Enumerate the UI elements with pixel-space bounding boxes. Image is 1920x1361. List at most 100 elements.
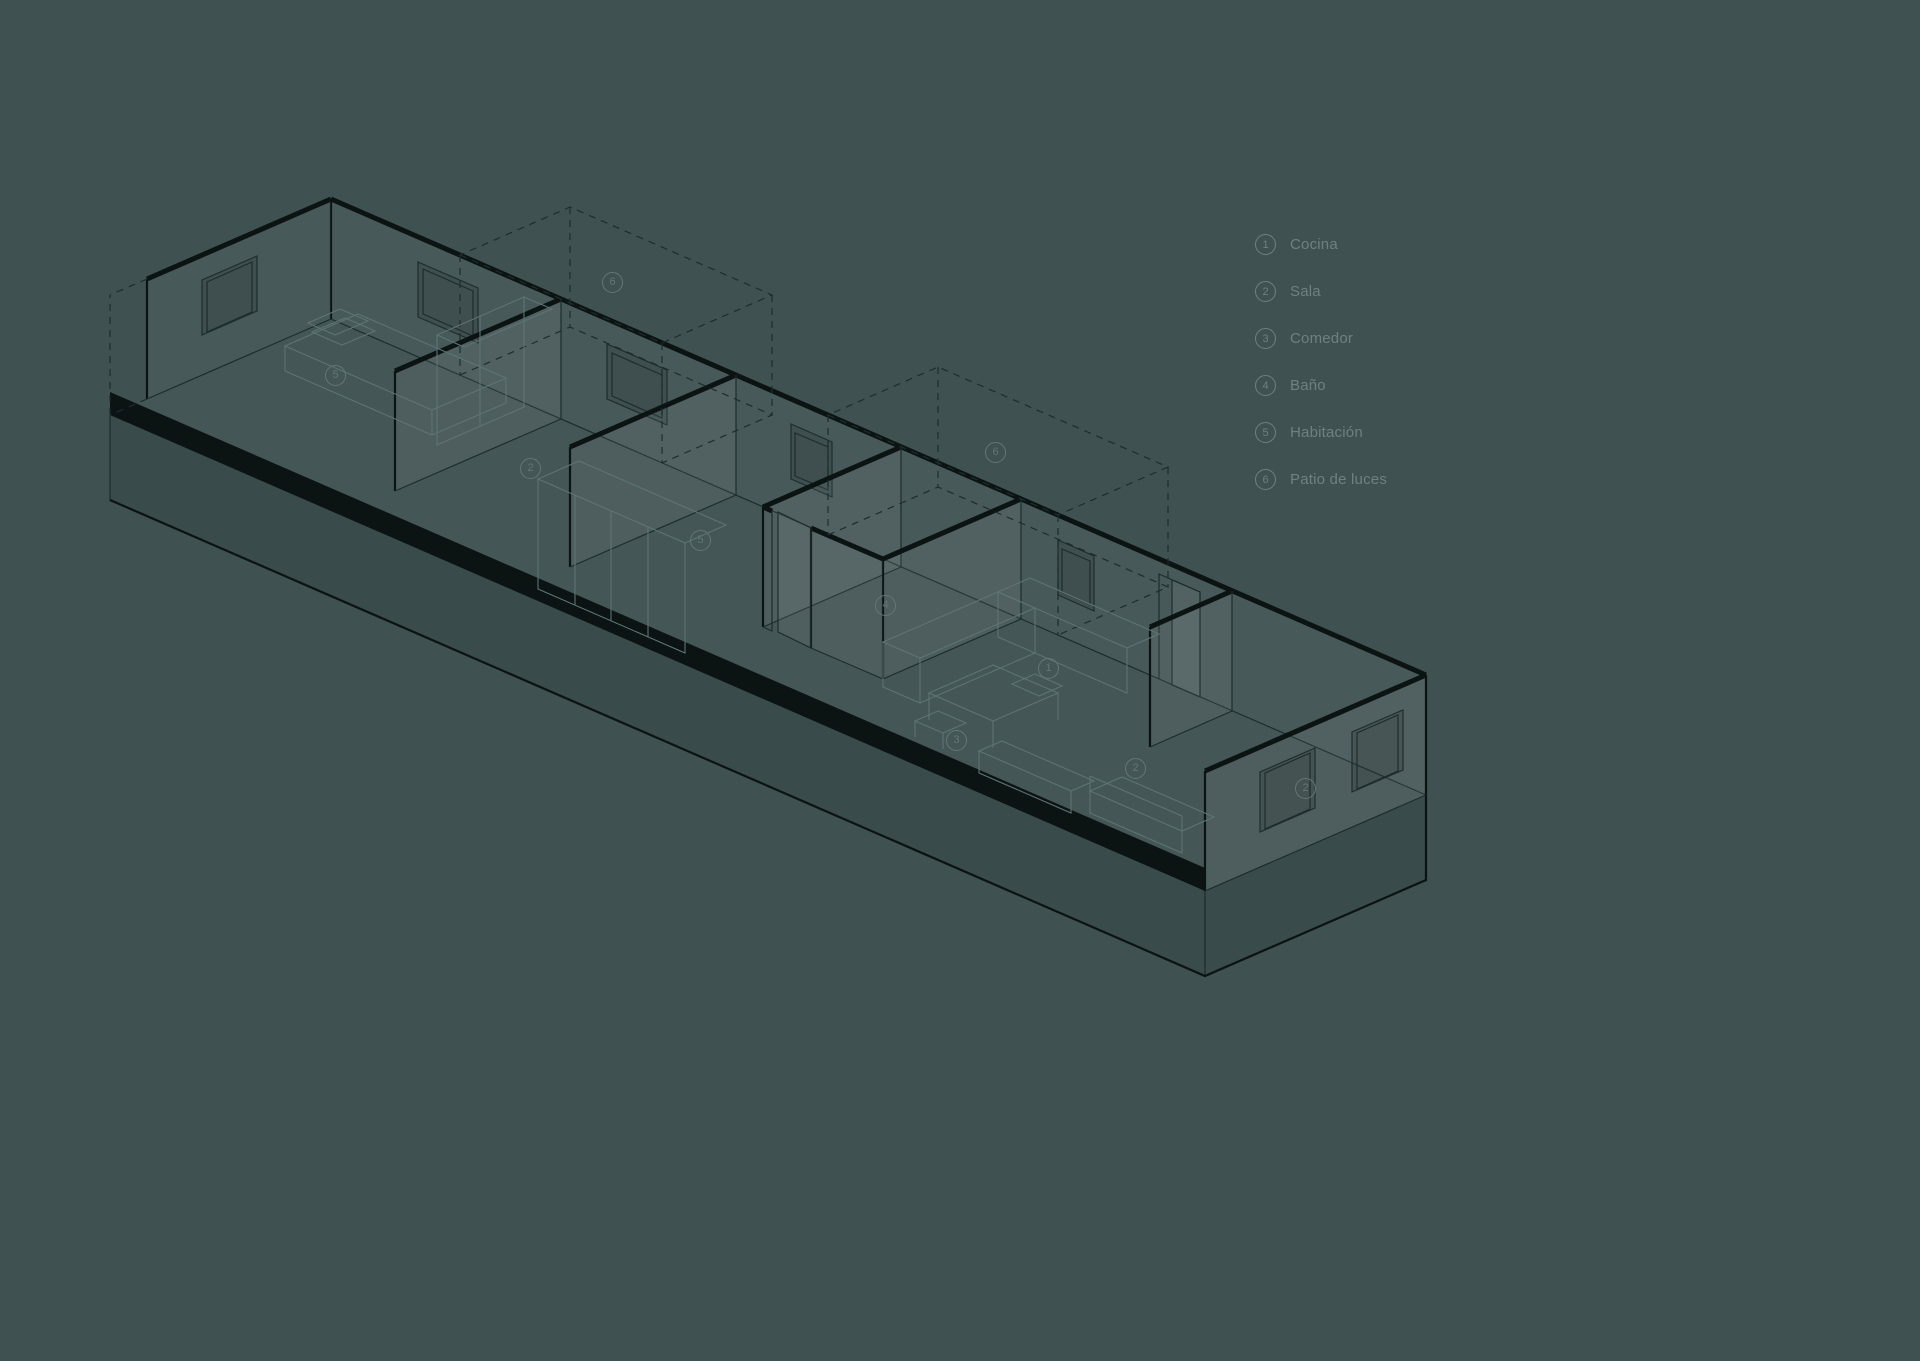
- cut-plane-dashed: [109, 278, 148, 416]
- dining-chair: [913, 710, 968, 749]
- room-number-marker: 5: [325, 365, 346, 386]
- legend-number-badge: 4: [1255, 375, 1276, 396]
- bathroom-wall-top-cut: [762, 444, 902, 510]
- room-number: 3: [953, 734, 960, 746]
- slab-front-face: [110, 415, 1205, 976]
- sala-window-1-frame: [1264, 752, 1311, 830]
- legend-number: 4: [1262, 379, 1269, 392]
- end-wall-face: [147, 199, 331, 399]
- back-wall-face: [331, 199, 1426, 795]
- bed-pillow: [310, 317, 377, 346]
- legend-number-badge: 5: [1255, 422, 1276, 443]
- legend-number-badge: 1: [1255, 234, 1276, 255]
- bathroom-front-wall-edge: [762, 511, 773, 632]
- bathroom-front-wall-cut: [761, 504, 774, 514]
- legend-number: 5: [1262, 426, 1269, 439]
- end-wall-top-cut: [146, 196, 332, 282]
- patio-dashed-base: [827, 486, 1170, 636]
- kitchen-peninsula: [881, 591, 1037, 704]
- bathroom-wall-base: [762, 447, 902, 628]
- legend-label: Baño: [1290, 377, 1326, 394]
- partition-top-cut: [569, 372, 737, 450]
- legend-number: 2: [1262, 285, 1269, 298]
- right-end-wall: [1203, 672, 1428, 892]
- room-number-marker: 2: [1125, 758, 1146, 779]
- wardrobe: [436, 296, 554, 446]
- dining-table: [927, 664, 1060, 748]
- closet-row: [537, 460, 728, 654]
- legend-label: Patio de luces: [1290, 471, 1388, 488]
- legend-number-badge: 2: [1255, 281, 1276, 302]
- room-number-marker: 4: [875, 595, 896, 616]
- room-number-marker: 1: [1038, 658, 1059, 679]
- slab-bottom-edge: [109, 498, 1428, 978]
- bathroom-front-wall-base: [810, 647, 884, 680]
- patio-volume-2: [826, 366, 1170, 636]
- room-number: 1: [1045, 662, 1052, 674]
- legend-number: 1: [1262, 238, 1269, 251]
- room-number: 2: [1302, 782, 1309, 794]
- room-number-marker: 2: [520, 458, 541, 479]
- living-room-stub-wall: [1148, 588, 1234, 748]
- room-number: 4: [882, 599, 889, 611]
- legend-item: 1 Cocina: [1255, 234, 1387, 255]
- partition-base: [569, 375, 737, 568]
- room-number-marker: 6: [985, 442, 1006, 463]
- room-number-marker: 5: [690, 530, 711, 551]
- sala-window-2: [1351, 709, 1404, 793]
- partition-top-cut: [394, 296, 562, 374]
- stub-wall-face: [1150, 591, 1232, 747]
- left-end-wall: [109, 196, 332, 416]
- legend-label: Cocina: [1290, 236, 1338, 253]
- end-wall-window-frame: [206, 261, 253, 333]
- end-wall-edge: [1203, 675, 1428, 891]
- legend-number-badge: 3: [1255, 328, 1276, 349]
- legend-number-badge: 6: [1255, 469, 1276, 490]
- legend-label: Comedor: [1290, 330, 1354, 347]
- legend-item: 2 Sala: [1255, 281, 1387, 302]
- slab-end-face: [1205, 795, 1426, 976]
- bathroom-wall-top-cut: [882, 496, 1022, 562]
- room-number: 6: [609, 276, 616, 288]
- bathroom-wall-base: [882, 499, 1022, 680]
- legend: 1 Cocina 2 Sala 3 Comedor 4: [1255, 234, 1387, 490]
- legend-label: Sala: [1290, 283, 1321, 300]
- bedroom-window: [417, 261, 479, 344]
- room-number: 2: [1132, 762, 1139, 774]
- bathroom-door-leaf: [777, 511, 812, 649]
- legend-item: 5 Habitación: [1255, 422, 1387, 443]
- kitchen-counter: [996, 577, 1161, 694]
- bathroom-front-wall-face: [811, 528, 883, 679]
- bed: [283, 313, 508, 436]
- room-number: 5: [332, 369, 339, 381]
- nightstand: [306, 308, 370, 336]
- bedroom-window-frame: [422, 268, 474, 337]
- room-number: 6: [992, 446, 999, 458]
- room-number-marker: 3: [946, 730, 967, 751]
- legend-item: 3 Comedor: [1255, 328, 1387, 349]
- legend-label: Habitación: [1290, 424, 1363, 441]
- bathroom-walls: [761, 444, 1022, 680]
- furniture: [283, 296, 1216, 854]
- sofa: [1088, 775, 1216, 854]
- legend-number: 3: [1262, 332, 1269, 345]
- legend-item: 4 Baño: [1255, 375, 1387, 396]
- end-wall-top-cut: [1204, 672, 1427, 774]
- sala-window-2-frame: [1356, 714, 1399, 790]
- end-wall-base: [146, 318, 332, 400]
- partition-base: [394, 299, 562, 492]
- legend-number: 6: [1262, 473, 1269, 486]
- patio-volume-1: [458, 206, 774, 464]
- stub-wall-base: [1149, 591, 1233, 748]
- room-number-marker: 2: [1295, 778, 1316, 799]
- room-number: 5: [697, 534, 704, 546]
- end-wall-base: [1204, 794, 1427, 892]
- dining-chair: [1010, 673, 1064, 697]
- sideboard: [977, 740, 1096, 814]
- room-number-marker: 6: [602, 272, 623, 293]
- bathroom-front-wall-cut: [810, 525, 884, 562]
- stub-wall-top-cut: [1148, 588, 1234, 630]
- room-number: 2: [527, 462, 534, 474]
